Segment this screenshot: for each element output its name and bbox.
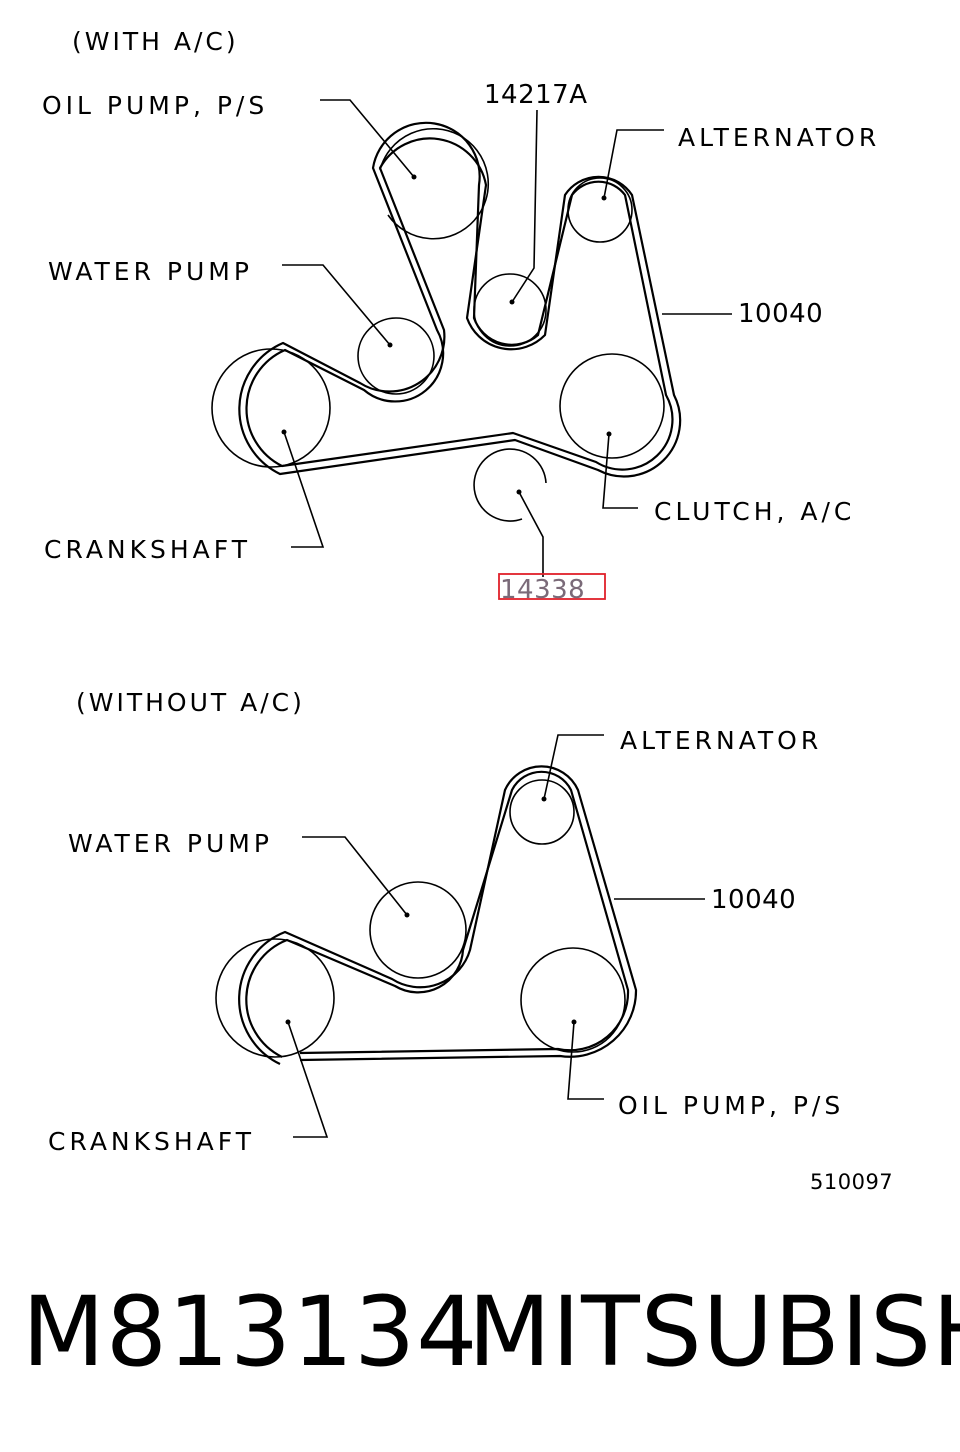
with-ac-belt-outer	[238, 137, 682, 478]
with-ac-diagram: (WITH A/C) OIL PUMP, P/S 14217A ALTERN	[42, 27, 880, 605]
highlight-box	[498, 573, 606, 600]
label-crankshaft: CRANKSHAFT	[44, 535, 251, 564]
crankshaft-pulley	[215, 938, 335, 1058]
leader-clutch	[602, 433, 638, 509]
leader-alternator	[543, 734, 604, 800]
label-belt-number: 10040	[738, 299, 823, 329]
ac-clutch-pulley	[559, 353, 665, 459]
with-ac-heading: (WITH A/C)	[72, 27, 239, 56]
label-oil-pump: OIL PUMP, P/S	[618, 1091, 844, 1120]
without-ac-belt-outer	[238, 765, 638, 1065]
label-water-pump: WATER PUMP	[68, 829, 273, 858]
part-number: M813134	[22, 1276, 478, 1388]
label-tensioner-highlighted[interactable]: 14338	[500, 575, 585, 605]
leader-idler-top	[511, 109, 538, 303]
leader-tensioner	[518, 491, 544, 577]
oil-pump-pulley	[520, 947, 626, 1053]
label-water-pump: WATER PUMP	[48, 257, 253, 286]
oil-pump-pulley	[379, 127, 490, 240]
alternator-pulley	[509, 779, 575, 845]
leader-oil-pump	[320, 99, 415, 178]
without-ac-heading: (WITHOUT A/C)	[76, 688, 305, 717]
crankshaft-pulley	[211, 348, 331, 468]
brand-name: MITSUBISHI	[468, 1276, 960, 1388]
leader-water-pump	[282, 264, 391, 346]
alternator-pulley	[567, 177, 633, 243]
without-ac-diagram: (WITHOUT A/C) ALTERNATOR WATER PUMP 1004…	[48, 688, 844, 1156]
leader-water-pump	[302, 836, 408, 916]
label-oil-pump: OIL PUMP, P/S	[42, 91, 268, 120]
leader-alternator	[603, 129, 664, 199]
label-alternator: ALTERNATOR	[620, 726, 822, 755]
water-pump-pulley	[357, 317, 435, 395]
label-belt-number: 10040	[711, 885, 796, 915]
leader-oil-pump	[567, 1021, 604, 1100]
label-crankshaft: CRANKSHAFT	[48, 1127, 255, 1156]
label-alternator: ALTERNATOR	[678, 123, 880, 152]
tensioner-pulley	[473, 448, 547, 522]
leader-crankshaft	[287, 1021, 329, 1138]
leader-crankshaft	[283, 431, 325, 548]
water-pump-pulley	[369, 881, 467, 979]
without-ac-belt-inner	[245, 770, 630, 1058]
figure-code: 510097	[810, 1170, 893, 1194]
label-idler-top: 14217A	[484, 80, 588, 110]
label-clutch: CLUTCH, A/C	[654, 497, 855, 526]
idler-pulley-top	[473, 273, 547, 347]
